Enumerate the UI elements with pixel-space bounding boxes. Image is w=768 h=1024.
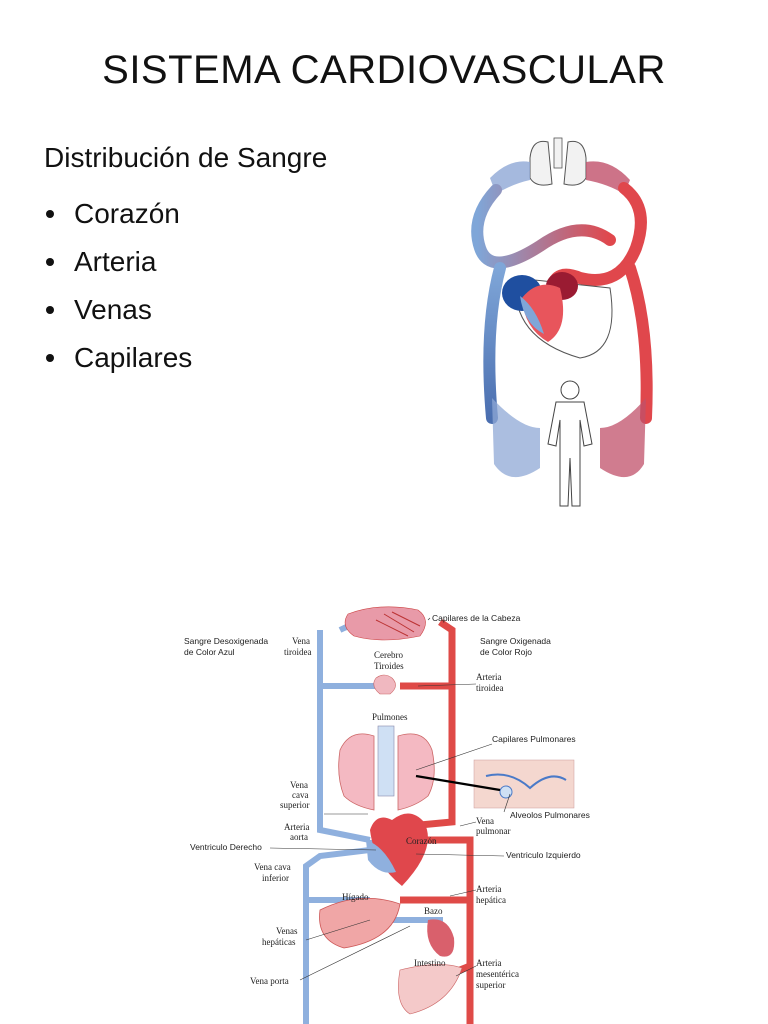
body-capillaries-right [600, 398, 646, 478]
label-ivc-1: Vena cava [254, 862, 291, 872]
lungs-shape [529, 137, 587, 186]
bullet-dot [46, 258, 54, 266]
heart-shape [502, 272, 578, 342]
slide-subtitle: Distribución de Sangre [44, 142, 328, 173]
label-ivc-2: inferior [262, 873, 289, 883]
label-intestine: Intestino [414, 958, 446, 968]
label-thyroid: Tiroides [374, 661, 404, 671]
bullet-item-heart: Corazón [44, 190, 192, 238]
label-svc-2: cava [292, 790, 308, 800]
label-mesenteric-1: Arteria [476, 958, 501, 968]
label-hepatic-artery-2: hepática [476, 895, 506, 905]
label-pulmonary-capillaries: Capilares Pulmonares [492, 734, 576, 744]
label-alveoli: Alveolos Pulmonares [510, 810, 590, 820]
label-oxy-blood-1: Sangre Oxigenada [480, 636, 551, 646]
label-left-ventricle: Ventriculo Izquierdo [506, 850, 581, 860]
label-deoxy-blood-2: de Color Azul [184, 647, 235, 657]
label-thyroid-vein-2: tiroidea [284, 647, 312, 657]
bullet-dot [46, 306, 54, 314]
heart-diagram [366, 813, 428, 886]
label-mesenteric-3: superior [476, 980, 506, 990]
label-svc-1: Vena [290, 780, 308, 790]
label-pulmonary-vein-2: pulmonar [476, 826, 511, 836]
label-thyroid-artery-2: tiroidea [476, 683, 504, 693]
spleen-shape [427, 919, 455, 957]
bullet-list: Corazón Arteria Venas Capilares [44, 190, 192, 382]
alveoli-inset [473, 759, 575, 809]
bullet-item-artery: Arteria [44, 238, 192, 286]
label-svc-3: superior [280, 800, 310, 810]
systemic-vein [483, 262, 506, 424]
human-figure [547, 380, 593, 507]
bullet-item-veins: Venas [44, 286, 192, 334]
label-mesenteric-2: mesentérica [476, 969, 519, 979]
label-heart: Corazón [406, 836, 437, 846]
label-spleen: Bazo [424, 906, 443, 916]
label-aorta-1: Arteria [284, 822, 309, 832]
intestine-shape [398, 964, 463, 1015]
label-hepatic-veins-2: hepáticas [262, 937, 296, 947]
pulmonary-loop [471, 184, 616, 269]
bullet-dot [46, 210, 54, 218]
circulation-diagram: Capilares de la Cabeza Sangre Desoxigena… [184, 606, 590, 1024]
label-pulmonary-vein-1: Vena [476, 816, 494, 826]
bullet-dot [46, 354, 54, 362]
circulation-illustration [471, 137, 653, 507]
thyroid-shape [373, 674, 396, 695]
leader-lines [269, 617, 511, 981]
systemic-artery [624, 262, 653, 424]
label-liver: Hígado [342, 892, 369, 902]
label-portal-vein: Vena porta [250, 976, 289, 986]
lungs-diagram [338, 725, 435, 811]
label-lungs: Pulmones [372, 712, 408, 722]
label-head-capillaries: Capilares de la Cabeza [432, 613, 521, 623]
label-oxy-blood-2: de Color Rojo [480, 647, 532, 657]
label-brain: Cerebro [374, 650, 403, 660]
bullet-item-capillaries: Capilares [44, 334, 192, 382]
label-aorta-2: aorta [290, 832, 308, 842]
body-capillaries-left [492, 398, 540, 478]
slide-title: SISTEMA CARDIOVASCULAR [102, 48, 666, 92]
label-thyroid-artery-1: Arteria [476, 672, 501, 682]
label-right-ventricle: Ventriculo Derecho [190, 842, 262, 852]
inset-pointer-line [415, 774, 501, 792]
label-deoxy-blood-1: Sangre Desoxigenada [184, 636, 268, 646]
head-capillaries [344, 606, 426, 641]
label-hepatic-artery-1: Arteria [476, 884, 501, 894]
label-thyroid-vein-1: Vena [292, 636, 310, 646]
label-hepatic-veins-1: Venas [276, 926, 298, 936]
